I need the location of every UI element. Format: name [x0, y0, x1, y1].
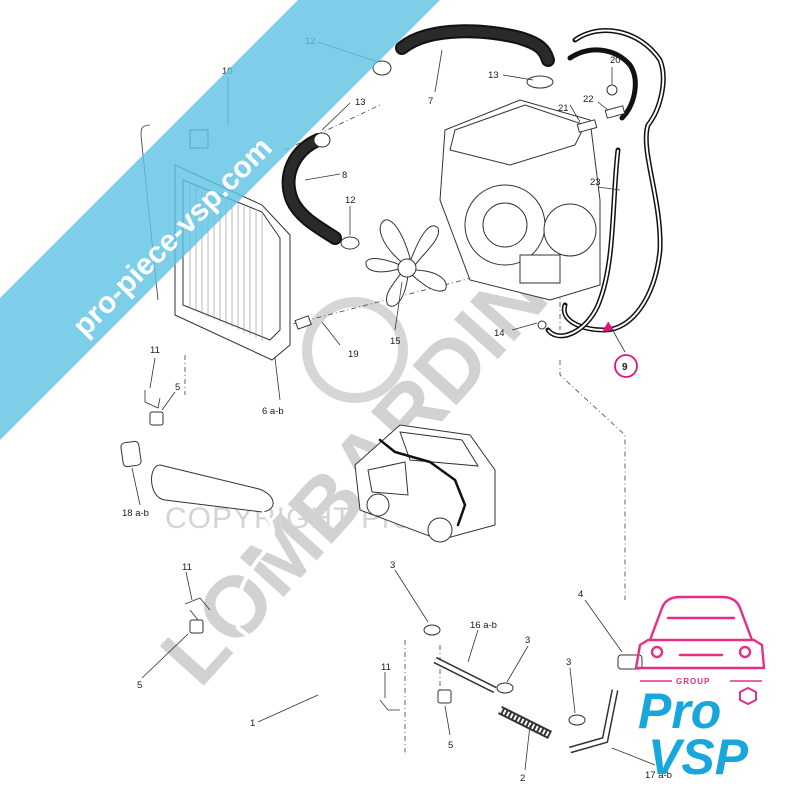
callout-12-lower: 12 [345, 195, 356, 206]
callout-5-mid: 5 [137, 680, 142, 691]
hardware [144, 390, 586, 726]
vehicle-cooling-route [378, 438, 467, 527]
callout-11-low: 11 [381, 662, 391, 673]
car-outline-icon [634, 595, 766, 670]
dash-engine-exhaust [559, 360, 626, 600]
rubber-mount-5-low [437, 689, 452, 704]
hose-7-inner [397, 26, 553, 65]
logo-group-text: GROUP [676, 677, 710, 686]
callout-16: 16 a-b [470, 620, 497, 631]
callout-9-highlight: 9 [614, 354, 638, 378]
hanger-11-low [379, 699, 400, 711]
callout-17: 17 a-b [645, 770, 672, 781]
callout-21: 21 [558, 103, 569, 114]
radiator-drain-plug [294, 315, 312, 330]
exhaust-system [120, 440, 643, 757]
callout-3-right: 3 [566, 657, 571, 668]
logo-vsp-text: VSP [648, 729, 749, 785]
clamp-12-lower [340, 236, 360, 250]
radiator-fins [189, 184, 263, 341]
callout-11-mid: 11 [182, 562, 192, 573]
callout-23: 23 [590, 177, 601, 188]
hose-9-highlight [547, 149, 619, 337]
callout-3-mid: 3 [525, 635, 530, 646]
callout-13-left: 13 [355, 97, 366, 108]
engine-block [439, 99, 601, 301]
callout-13-top: 13 [488, 70, 499, 81]
callout-4: 4 [578, 589, 583, 600]
callout-5-top: 5 [175, 382, 180, 393]
hex-nut-icon [739, 686, 757, 706]
highlight-arrowhead [602, 322, 614, 332]
callout-22: 22 [583, 94, 594, 105]
engine-pulley [482, 202, 528, 248]
dash-radiator-engine [269, 254, 561, 331]
watermark-ring [302, 297, 408, 403]
clamp-3-right [568, 714, 586, 726]
callout-1: 1 [250, 718, 255, 729]
website-banner: pro-piece-vsp.com [0, 0, 440, 440]
downpipe-17-inner [569, 689, 617, 752]
clamp-14 [537, 320, 547, 330]
clamp-12-top [372, 60, 392, 76]
clamp-3-mid [496, 682, 514, 694]
clamp-13-left [313, 132, 331, 148]
rubber-mount-5-top [149, 411, 164, 426]
overflow-tube [140, 124, 159, 301]
leader-lines [131, 41, 656, 771]
fan-blade-3 [411, 269, 447, 292]
callout-19: 19 [348, 349, 359, 360]
callout-7: 7 [428, 96, 433, 107]
fitting-22 [604, 105, 626, 119]
fan-blade-2 [409, 225, 440, 266]
callout-9-circle [614, 354, 638, 378]
pipe-sleeve-18 [120, 440, 142, 468]
engine-flywheel [543, 203, 597, 257]
fan-blade-4 [386, 271, 409, 307]
fan-blade-5 [365, 258, 403, 273]
rubber-mount-5-mid [189, 619, 204, 634]
assembly-lines [184, 104, 626, 755]
callout-11-top: 11 [150, 345, 160, 356]
clamps [313, 60, 626, 330]
engine-head [449, 104, 586, 166]
clamp-3-left [423, 624, 441, 636]
flex-pipe-2-inner [498, 707, 552, 738]
fan-hub [397, 258, 417, 278]
callout-5-low: 5 [448, 740, 453, 751]
vehicle-rear-wheel [366, 493, 390, 517]
pipe-16-inner [434, 658, 496, 692]
logo-pro-text: Pro [638, 683, 721, 739]
fitting-21 [576, 119, 598, 133]
hose-8-inner [283, 135, 340, 243]
exhaust-pipe-1-inner [234, 510, 407, 757]
vehicle-front-wheel [427, 517, 453, 543]
clamp-13-top [526, 75, 554, 89]
callout-6: 6 a-b [262, 406, 284, 417]
callout-9: 9 [622, 362, 628, 373]
callout-14: 14 [494, 328, 505, 339]
provsp-logo: GROUP Pro VSP [634, 595, 766, 785]
engine-oil-pan [519, 254, 561, 284]
hoses [281, 24, 666, 353]
hanger-11-mid [184, 597, 211, 611]
banner-strip [0, 0, 440, 440]
dash-hose-top [284, 104, 381, 151]
clip-20 [606, 84, 618, 96]
vehicle-roof [399, 431, 479, 467]
callout-3-left: 3 [390, 560, 395, 571]
vehicle-side-window [367, 461, 409, 496]
callout-8: 8 [342, 170, 347, 181]
hanger-11-top [144, 390, 161, 409]
vehicle-illustration [354, 424, 496, 543]
callout-2: 2 [520, 773, 525, 784]
callout-20: 20 [610, 55, 621, 66]
callout-18: 18 a-b [122, 508, 149, 519]
callout-15: 15 [390, 336, 401, 347]
cooling-fan [365, 219, 447, 307]
fan-blade-1 [379, 219, 411, 266]
hose-21 [567, 47, 638, 121]
